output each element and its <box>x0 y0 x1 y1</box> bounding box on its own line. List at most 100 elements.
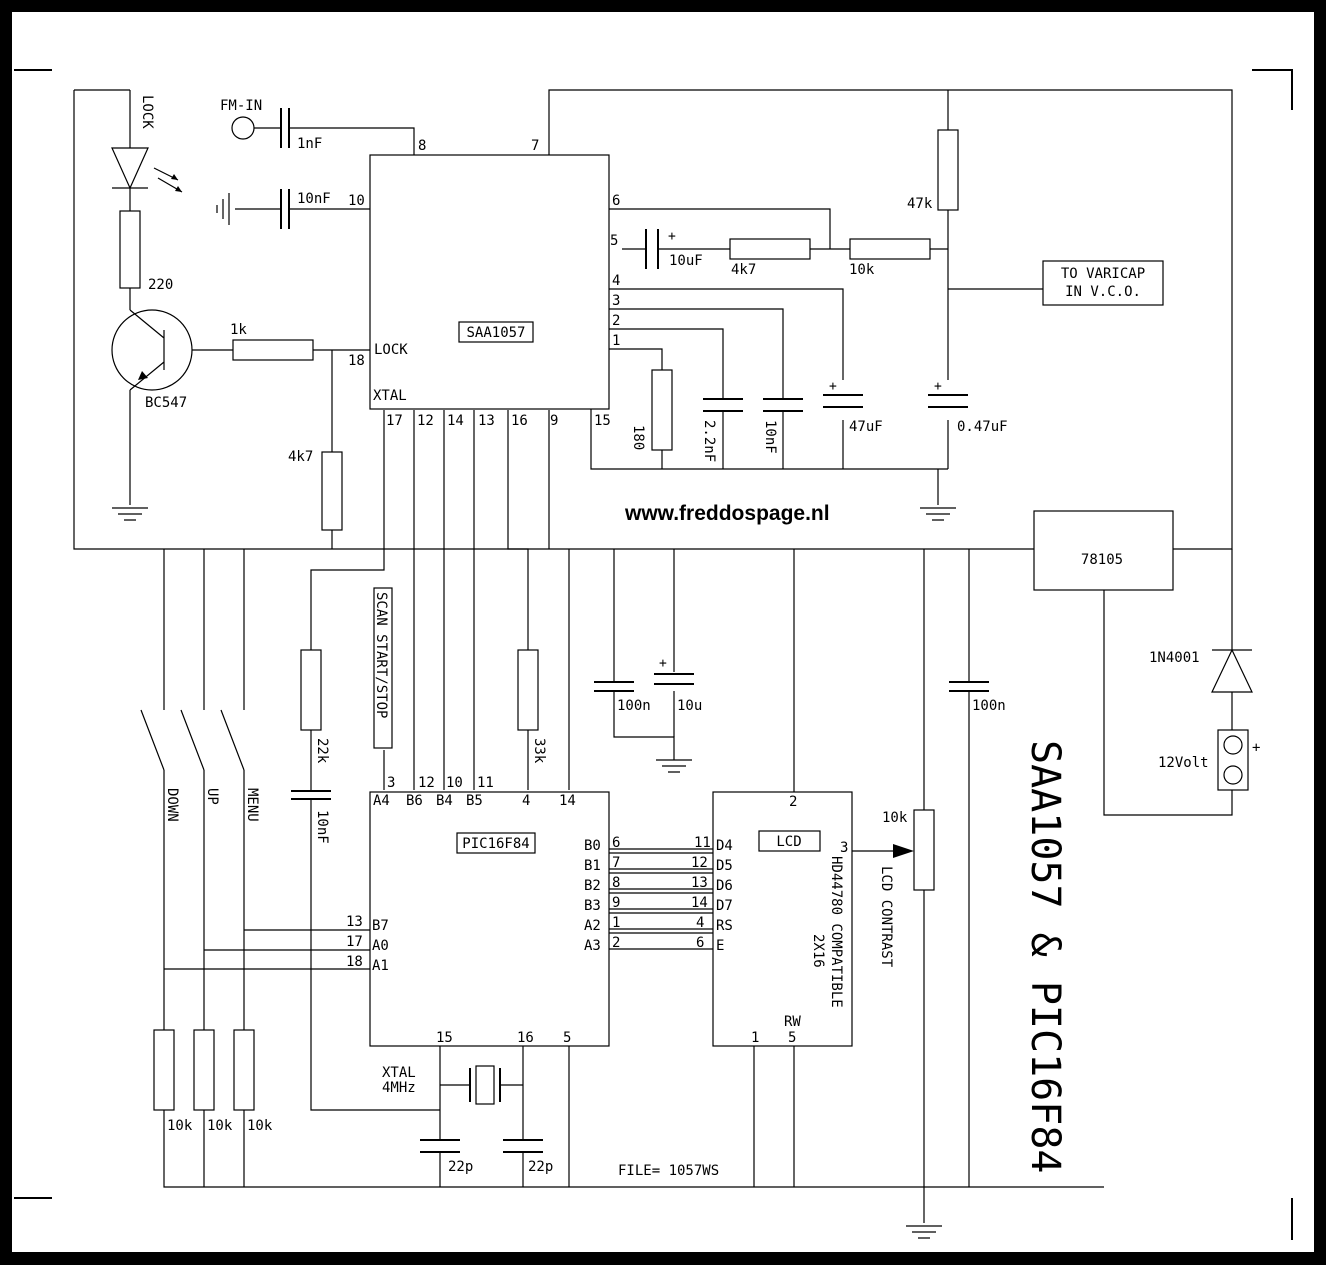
plus-sign: + <box>659 656 667 671</box>
lcd-pin-bottom: 5 <box>788 1030 796 1046</box>
website-label: www.freddospage.nl <box>624 502 830 525</box>
pic-left-label: A0 <box>372 938 389 954</box>
saa-xtal-label: XTAL <box>373 388 407 404</box>
pic-pin-right: 9 <box>612 895 620 911</box>
saa1057-name-box <box>458 321 534 343</box>
file-label: FILE= 1057WS <box>618 1163 719 1179</box>
varicap-l2: IN V.C.O. <box>1065 284 1141 300</box>
lcd-pin-left: 12 <box>691 855 708 871</box>
pic-pin-right: 1 <box>612 915 620 931</box>
saa-pin-top: 8 <box>418 138 426 154</box>
sw-menu-label: MENU <box>244 788 260 822</box>
c-10nf-b-label: 10nF <box>762 420 778 454</box>
pic-right-label: B0 <box>584 838 601 854</box>
pic16f84-ic <box>369 791 610 1047</box>
push-switches <box>140 709 245 771</box>
pic-right-label: A3 <box>584 938 601 954</box>
sw-down-label: DOWN <box>164 788 180 822</box>
r-10k-label: 10k <box>849 262 875 278</box>
diode-label: 1N4001 <box>1149 650 1200 666</box>
c-1nf-label: 1nF <box>297 136 322 152</box>
pic-pin-bottom: 15 <box>436 1030 453 1046</box>
wires <box>73 89 1233 1223</box>
supply-connector[interactable] <box>1217 729 1249 791</box>
lcd-contrast-label: LCD CONTRAST <box>878 866 894 968</box>
lcd-left-label: E <box>716 938 724 954</box>
lcd-left-label: D4 <box>716 838 733 854</box>
r-10k-b-label: 10k <box>207 1118 233 1134</box>
saa-lock-label: LOCK <box>374 342 408 358</box>
diode-1n4001 <box>1211 648 1253 693</box>
pic-pin-left: 13 <box>346 914 363 930</box>
resistor-10k-menu <box>233 1029 255 1111</box>
resistor-22k <box>300 649 322 731</box>
crystal-4mhz <box>475 1065 495 1105</box>
c-100n-b-label: 100n <box>972 698 1006 714</box>
lcd-pin-bottom: 1 <box>751 1030 759 1046</box>
resistor-180 <box>651 369 673 451</box>
pic-right-label: B3 <box>584 898 601 914</box>
pot-label: 10k <box>882 810 908 826</box>
saa-pin-bottom: 14 <box>447 413 464 429</box>
r-180-label: 180 <box>630 425 646 450</box>
capacitors <box>280 108 989 1153</box>
resistor-47k <box>937 129 959 211</box>
pic-left-label: B7 <box>372 918 389 934</box>
resistor-1k <box>232 339 314 361</box>
lcd-left-label: D7 <box>716 898 733 914</box>
plus-sign: + <box>829 379 837 394</box>
scan-label-box <box>373 587 393 749</box>
r-220-label: 220 <box>148 277 173 293</box>
pic-pin-top: 14 <box>559 793 576 809</box>
sw-up-label: UP <box>204 788 220 805</box>
saa-pin-right: 6 <box>612 193 620 209</box>
transistor-label: BC547 <box>145 395 187 411</box>
saa-pin-right: 15 <box>594 413 611 429</box>
pic-pin-bottom: 16 <box>517 1030 534 1046</box>
lcd-name: LCD <box>776 834 801 850</box>
regulator-78105 <box>1033 510 1174 591</box>
lock-led-label: LOCK <box>139 95 155 129</box>
r-4k7-lock-label: 4k7 <box>288 449 313 465</box>
pic-pin-right: 8 <box>612 875 620 891</box>
pot-wiper-arrow <box>893 844 914 858</box>
saa-pin-bottom: 13 <box>478 413 495 429</box>
r-33k-label: 33k <box>531 738 547 764</box>
supply-label: 12Volt <box>1158 755 1209 771</box>
lcd-pin-3: 3 <box>840 840 848 856</box>
resistor-10k-down <box>153 1029 175 1111</box>
c-10nf-label: 10nF <box>297 191 331 207</box>
c-100n-a-label: 100n <box>617 698 651 714</box>
fm-in-jack[interactable] <box>231 116 255 140</box>
saa-pin-right: 3 <box>612 293 620 309</box>
plus-sign: + <box>668 229 676 244</box>
lcd-pin-left: 14 <box>691 895 708 911</box>
pic-right-label: B2 <box>584 878 601 894</box>
regulator-name: 78105 <box>1081 552 1123 568</box>
saa-pin-bottom: 9 <box>550 413 558 429</box>
ground-symbols <box>112 193 956 1239</box>
lcd-pin-left: 11 <box>694 835 711 851</box>
saa-pin-right: 2 <box>612 313 620 329</box>
resistor-10k <box>849 238 931 260</box>
lcd-pin-left: 13 <box>691 875 708 891</box>
c-22p-b-label: 22p <box>528 1159 553 1175</box>
pic16f84-name-box <box>456 832 536 854</box>
pic-pin-bottom: 5 <box>563 1030 571 1046</box>
saa1057-ic <box>369 154 610 410</box>
lcd-name-box <box>758 830 821 852</box>
potentiometer-10k <box>913 809 935 891</box>
transistor-bc547 <box>111 309 193 391</box>
pic-pin-right: 7 <box>612 855 620 871</box>
pic-pin-top: 4 <box>522 793 530 809</box>
lcd-left-label: RS <box>716 918 733 934</box>
c-2n2-label: 2.2nF <box>701 420 717 462</box>
pic-pin-top: 3 <box>387 775 395 791</box>
lcd-pin-left: 6 <box>696 935 704 951</box>
saa-pin-right: 4 <box>612 273 620 289</box>
scan-label: SCAN START/STOP <box>373 592 389 718</box>
pic-left-label: A1 <box>372 958 389 974</box>
pic-top-label: B6 <box>406 793 423 809</box>
c-10uf-label: 10uF <box>669 253 703 269</box>
